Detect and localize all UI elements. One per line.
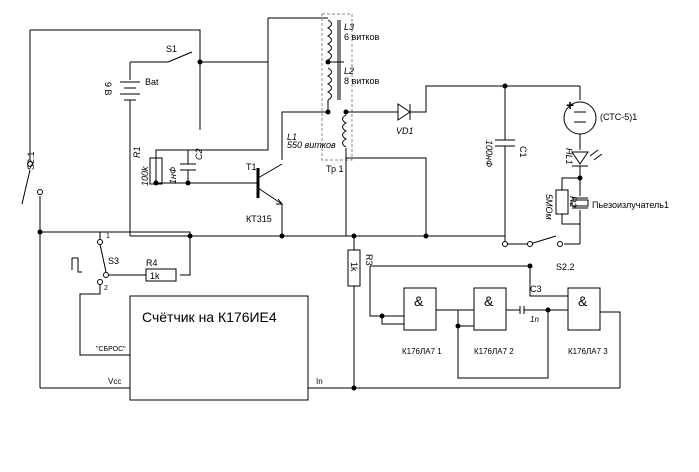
transistor-leads — [257, 163, 283, 236]
label-r2-value: 5МОм — [544, 194, 554, 220]
wire-gate1-in — [369, 266, 404, 317]
label-c3: C3 — [530, 284, 542, 294]
wire-base-feedback — [155, 138, 269, 183]
gate-2-symbol: & — [484, 293, 494, 309]
label-gate2: К176ЛА7 2 — [474, 347, 514, 356]
label-c3-value: 1n — [530, 315, 539, 324]
label-piezo: Пьезоизлучатель1 — [592, 200, 669, 210]
counter-box — [129, 295, 309, 401]
tube-electrodes — [574, 111, 586, 123]
label-in: In — [316, 377, 323, 386]
diode-vd1 — [397, 103, 411, 121]
gate-2 — [473, 287, 507, 331]
label-reset: "СБРОС" — [96, 346, 126, 353]
transformer-outline — [321, 13, 353, 161]
battery-symbol — [120, 81, 140, 101]
label-s2-2: S2.2 — [556, 262, 575, 272]
transistor-emitter-arrow — [276, 198, 284, 205]
capacitor-c3 — [506, 306, 568, 314]
label-gate3: К176ЛА7 3 — [568, 347, 608, 356]
wire-gate3-out — [600, 311, 621, 388]
capacitor-c1 — [495, 86, 515, 236]
switch-contacts — [27, 161, 563, 285]
label-s3-contact2: 2 — [104, 285, 108, 292]
switch-s2-2-left — [504, 235, 557, 245]
label-c1-value: 100нФ — [484, 140, 494, 167]
wire-r4-right — [40, 231, 191, 276]
label-r1: R1 — [132, 146, 142, 158]
label-s2-1: S2.1 — [26, 151, 36, 170]
label-t1: T1 — [246, 162, 257, 172]
label-vcc: Vcc — [108, 377, 121, 386]
wire-l3-top — [267, 17, 328, 138]
junction-dots — [37, 59, 583, 391]
wire-to-collector — [281, 111, 328, 160]
label-r1-value: 100k — [140, 166, 150, 186]
label-l1-turns: 550 витков — [287, 140, 336, 150]
label-gate1: К176ЛА7 1 — [402, 347, 442, 356]
label-s3: S3 — [108, 256, 119, 266]
switch-s3 — [99, 243, 107, 273]
gate-1 — [403, 287, 437, 331]
label-s1: S1 — [166, 44, 177, 54]
label-r3-value: 1k — [349, 262, 359, 272]
gate-1-symbol: & — [414, 293, 424, 309]
wire-r2-bottom — [561, 214, 580, 225]
label-bat-voltage: 9 В — [103, 82, 113, 96]
label-l3-turns: 6 витков — [344, 32, 379, 42]
label-vd1: VD1 — [396, 126, 414, 136]
piezo-element — [571, 199, 589, 207]
resistor-r2 — [555, 189, 569, 215]
label-c2-value: 1нФ — [168, 167, 178, 184]
label-r4-value: 1k — [150, 271, 160, 281]
label-l2: L2 — [344, 66, 354, 76]
label-l1: L1 — [287, 132, 297, 142]
wire-l1-return — [346, 157, 427, 236]
label-t1-type: КТ315 — [246, 214, 272, 224]
piezo-plates — [572, 197, 588, 209]
label-tube: (СТС-5)1 — [600, 112, 637, 122]
label-r3: R3 — [364, 254, 374, 266]
led-rays — [589, 149, 603, 161]
label-r4: R4 — [146, 258, 158, 268]
label-c1: C1 — [518, 146, 528, 158]
label-r2: R2 — [568, 196, 578, 208]
label-l2-turns: 8 витков — [344, 76, 379, 86]
label-tube-plus: + — [566, 97, 574, 113]
label-tr1: Тр 1 — [326, 164, 344, 174]
gate-3 — [567, 287, 601, 331]
wire-hv-out — [410, 85, 580, 113]
capacitor-c2 — [180, 150, 196, 183]
label-l3: L3 — [344, 22, 354, 32]
coil-l2 — [326, 67, 332, 101]
wire-top-left — [30, 29, 201, 130]
label-counter: Счётчик на К176ИЕ4 — [142, 309, 277, 325]
wire-g2-in2 — [457, 310, 474, 327]
label-c2: C2 — [194, 148, 204, 160]
wire-gate1-in2 — [381, 316, 404, 325]
coil-l1 — [342, 114, 348, 148]
coil-l3 — [326, 19, 332, 61]
label-hl1: HL1 — [564, 148, 574, 165]
wire-r2-top — [561, 177, 580, 190]
wire-feedback-loop — [457, 310, 549, 379]
switch-s2-1 — [21, 169, 31, 205]
switch-s1 — [167, 51, 193, 63]
gate-3-symbol: & — [578, 293, 588, 309]
resistor-r4 — [145, 268, 177, 282]
wire-s3-top — [40, 231, 101, 240]
label-bat: Bat — [145, 77, 159, 87]
label-s3-contact1: 1 — [106, 233, 110, 240]
wire-reset — [79, 284, 130, 356]
switch-s3-actuator — [71, 257, 82, 273]
wire-gate3-in1 — [529, 266, 568, 297]
